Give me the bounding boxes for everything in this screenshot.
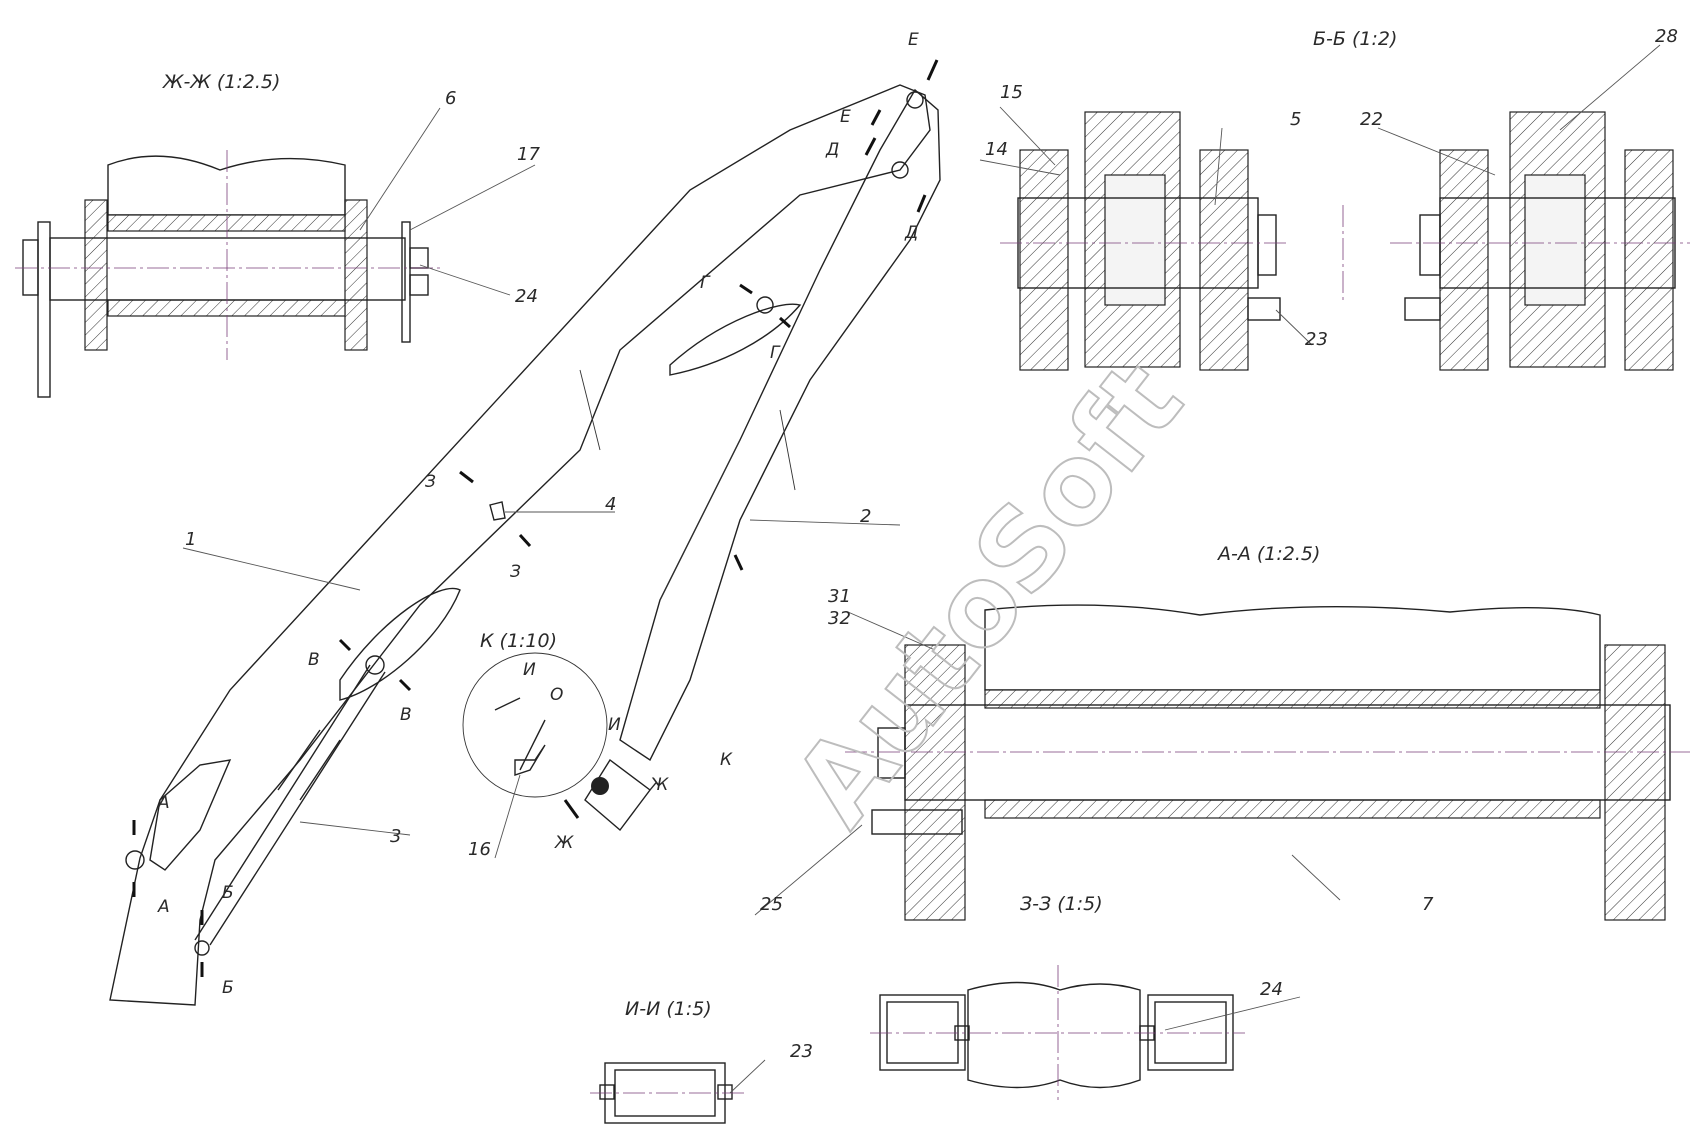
mark-b-lower: Б: [222, 978, 234, 998]
slot-plate-upper: [669, 303, 802, 376]
callout-28: 28: [1655, 26, 1678, 47]
view-zz: [870, 965, 1245, 1100]
title-view-k: К (1:10): [480, 630, 557, 652]
callout-15: 15: [1000, 82, 1023, 103]
callout-24-zh: 24: [515, 286, 538, 307]
mark-o: О: [550, 685, 563, 705]
callout-2: 2: [860, 506, 871, 527]
pivot-pin-d: [891, 161, 909, 179]
callout-17: 17: [517, 144, 540, 165]
mark-zh-right: Ж: [649, 775, 669, 795]
mark-a-upper: А: [157, 793, 170, 813]
mark-z-upper: З: [425, 472, 436, 492]
pivot-pin-g: [756, 296, 774, 314]
boom-arm-part-1: [109, 84, 931, 1006]
mark-i-upper: И: [523, 660, 536, 680]
view-bb: [1000, 111, 1690, 371]
title-view-zz: З-З (1:5): [1020, 893, 1103, 915]
pivot-pin-v: [365, 655, 385, 675]
mark-d-left: Д: [825, 140, 839, 160]
pivot-pin-a: [125, 850, 145, 870]
callout-4: 4: [605, 494, 616, 515]
base-plate: [149, 759, 232, 871]
mark-k: К: [720, 750, 733, 770]
title-view-bb: Б-Б (1:2): [1313, 28, 1397, 50]
section-cut-marks: [132, 59, 939, 977]
block-part-4: [489, 501, 506, 521]
slot-plate-lower: [339, 587, 461, 701]
callout-24-zz: 24: [1260, 979, 1283, 1000]
callout-31: 31: [828, 586, 851, 607]
callout-3: 3: [390, 826, 401, 847]
callout-1: 1: [185, 529, 196, 550]
mark-g-left: Г: [700, 273, 711, 293]
mark-zh-lower: Ж: [554, 833, 574, 853]
mark-d-right: Д: [904, 223, 918, 243]
callout-16: 16: [468, 839, 491, 860]
title-view-zh: Ж-Ж (1:2.5): [162, 71, 280, 93]
callout-32: 32: [828, 608, 851, 629]
title-view-ii: И-И (1:5): [625, 998, 712, 1020]
callout-23-ii: 23: [790, 1041, 813, 1062]
leader-lines: [182, 44, 1661, 1094]
mark-z-lower: З: [510, 562, 521, 582]
mark-e-lower: Е: [840, 107, 851, 127]
callout-6: 6: [445, 88, 456, 109]
view-zh-zh: [15, 150, 440, 398]
pivot-pin-top: [906, 91, 924, 109]
bracket-zh: [584, 758, 651, 832]
callout-5: 5: [1290, 109, 1301, 130]
mark-g-right: Г: [770, 343, 781, 363]
mark-i-lower: И: [608, 715, 621, 735]
callout-22: 22: [1360, 109, 1383, 130]
mark-b-upper: Б: [222, 883, 234, 903]
callout-25: 25: [760, 894, 783, 915]
callout-23-bb: 23: [1305, 329, 1328, 350]
callout-7: 7: [1422, 894, 1434, 915]
title-view-aa: А-А (1:2.5): [1216, 543, 1320, 565]
boom-arm-part-2: [619, 88, 941, 762]
mark-a-lower: А: [157, 897, 170, 917]
view-ii: [590, 1062, 745, 1124]
mark-v-left: В: [308, 650, 320, 670]
view-k: [462, 652, 608, 798]
view-aa: [845, 604, 1690, 921]
hydraulic-cylinder-part-3: [194, 664, 386, 946]
pivot-pin-b: [194, 940, 210, 956]
mark-v-right: В: [400, 705, 412, 725]
pivot-pin-zh: [591, 777, 609, 795]
mark-e-top: Е: [908, 30, 919, 50]
callout-14: 14: [985, 139, 1008, 160]
boom-assembly: [109, 84, 941, 1006]
